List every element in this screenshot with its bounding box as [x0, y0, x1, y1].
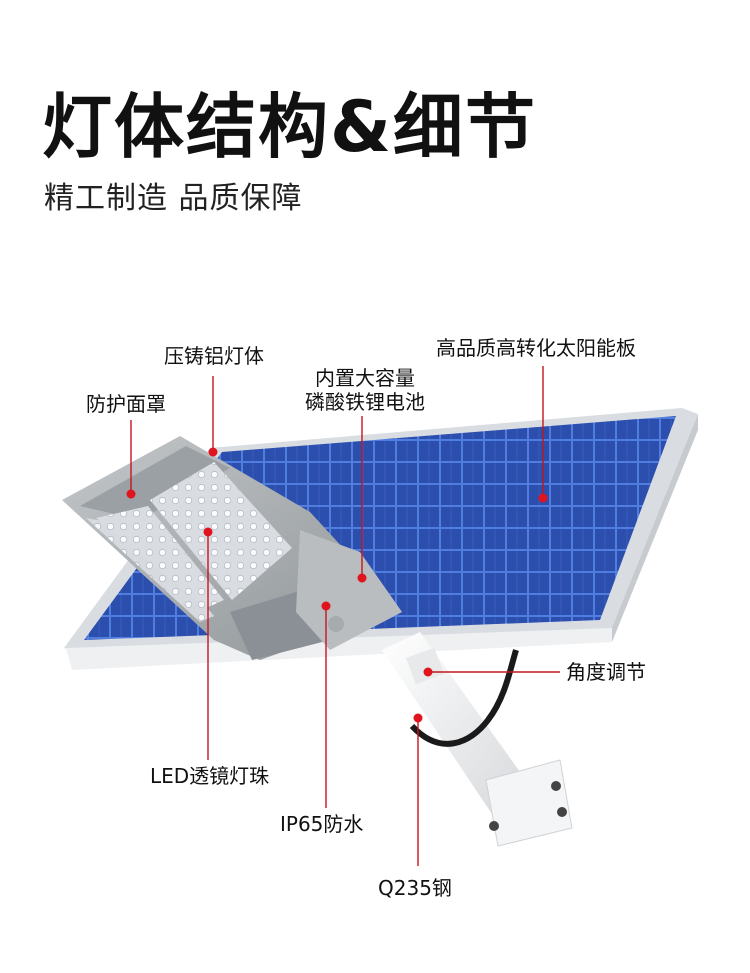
angle-joint	[406, 647, 444, 685]
panel-frame-side	[612, 414, 698, 642]
battery-housing	[296, 530, 402, 650]
panel-frame-front	[66, 628, 612, 670]
label-angle-adjust: 角度调节	[566, 660, 646, 684]
callout-lines	[130, 366, 560, 866]
mounting-arm	[382, 632, 573, 847]
label-battery: 内置大容量 磷酸铁锂电池	[290, 366, 440, 414]
label-waterproof: IP65防水	[280, 812, 364, 836]
marker-die-cast-body	[208, 447, 218, 457]
marker-led-beads	[203, 527, 213, 537]
marker-cover	[126, 489, 136, 499]
marker-battery	[357, 573, 367, 583]
marker-waterproof	[321, 601, 331, 611]
page-title: 灯体结构&细节	[42, 86, 538, 168]
label-steel: Q235钢	[378, 876, 452, 900]
label-led-beads: LED透镜灯珠	[150, 764, 270, 788]
label-battery-line2: 磷酸铁锂电池	[305, 390, 425, 414]
marker-angle-adjust	[423, 667, 433, 677]
led-array	[150, 462, 292, 600]
marker-steel	[413, 713, 423, 723]
callout-markers	[126, 447, 548, 723]
label-cover: 防护面罩	[86, 392, 166, 416]
marker-solar-panel	[538, 493, 548, 503]
lamp-head	[62, 436, 402, 660]
label-die-cast-body: 压铸铝灯体	[164, 344, 264, 368]
label-solar-panel: 高品质高转化太阳能板	[436, 336, 636, 360]
page-subtitle: 精工制造 品质保障	[44, 181, 303, 216]
label-battery-line1: 内置大容量	[315, 366, 415, 390]
